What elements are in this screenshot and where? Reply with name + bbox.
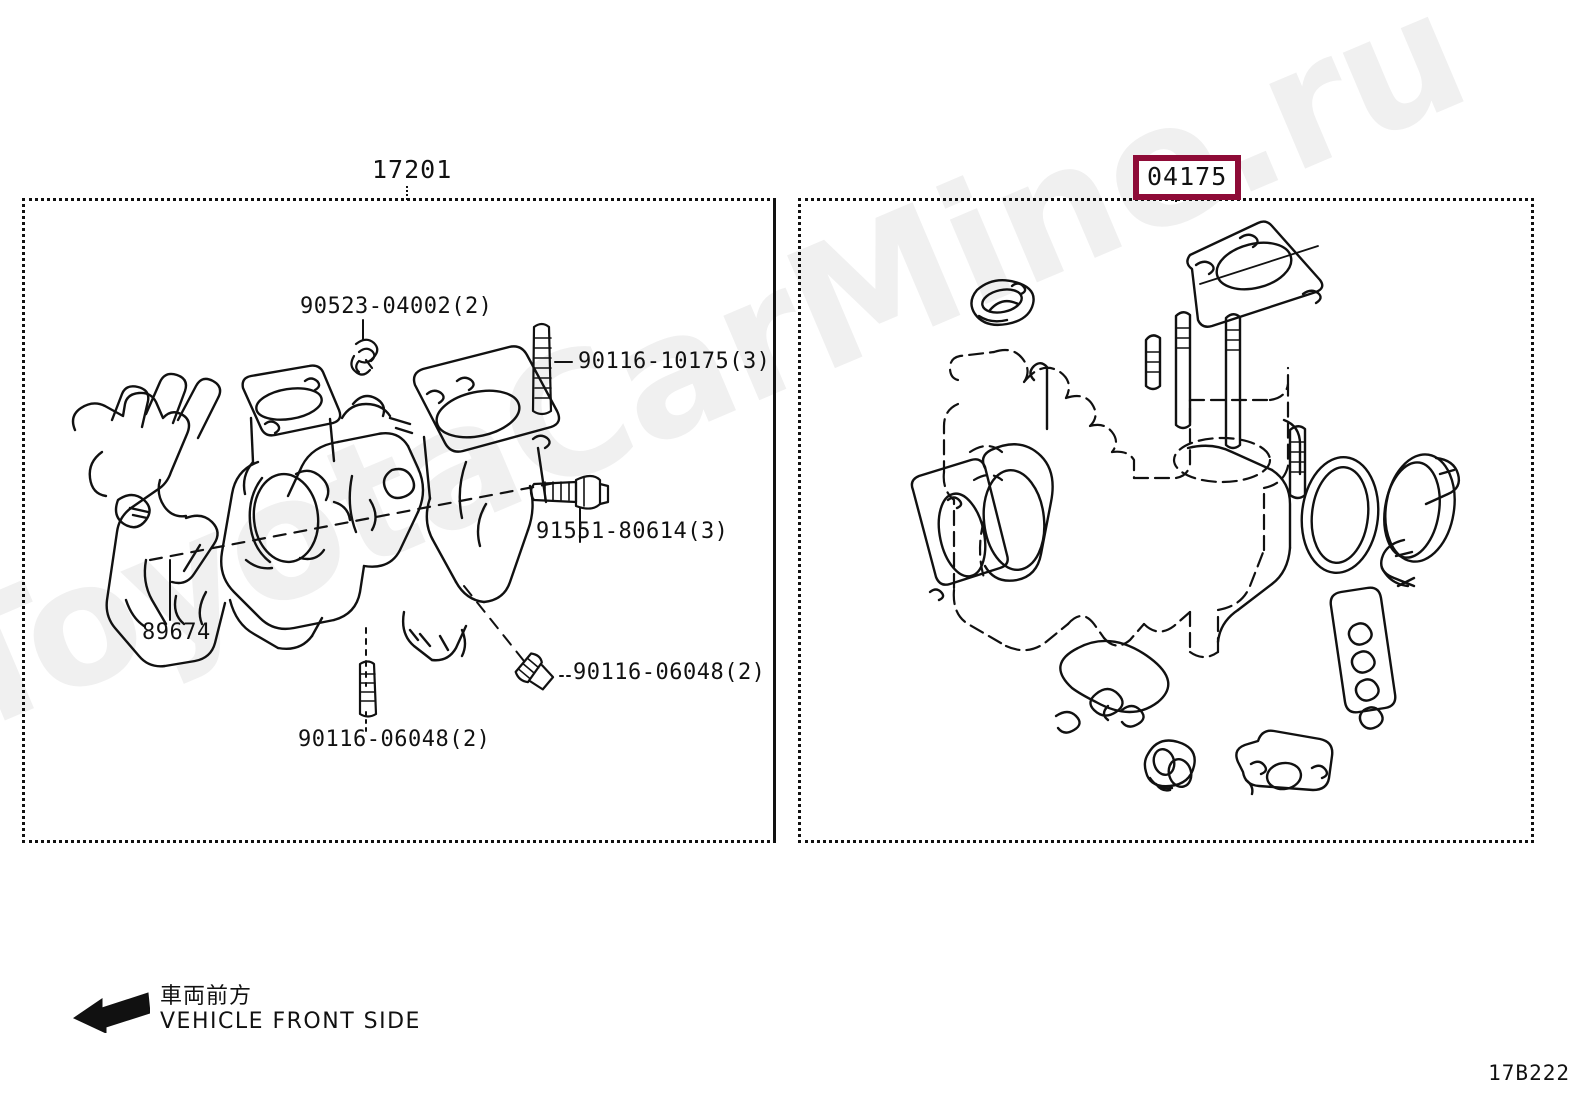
diagram-code: 17B222 [1488, 1061, 1570, 1085]
panel-right-header-highlight-box[interactable]: 04175 [1133, 155, 1242, 200]
panel-left-header-leader-line [406, 186, 408, 200]
front-direction-arrow-icon [72, 987, 151, 1034]
panel-right-04175 [798, 198, 1534, 843]
panel-left-header-number: 17201 [372, 155, 453, 184]
front-side-label-en: VEHICLE FRONT SIDE [160, 1008, 421, 1034]
panel-left-17201 [22, 198, 776, 843]
vehicle-front-side-legend: 車両前方 VEHICLE FRONT SIDE [72, 984, 421, 1034]
callout-90116-06048-right[interactable]: 90116-06048(2) [573, 660, 766, 685]
front-side-label-jp: 車両前方 [160, 984, 253, 1009]
callout-90116-10175[interactable]: 90116-10175(3) [578, 349, 771, 374]
callout-90116-06048-left[interactable]: 90116-06048(2) [298, 727, 491, 752]
callout-91551-80614[interactable]: 91551-80614(3) [536, 519, 729, 544]
callout-90523-04002[interactable]: 90523-04002(2) [300, 294, 493, 319]
panel-right-header-number: 04175 [1147, 162, 1228, 191]
callout-89674[interactable]: 89674 [142, 620, 211, 645]
